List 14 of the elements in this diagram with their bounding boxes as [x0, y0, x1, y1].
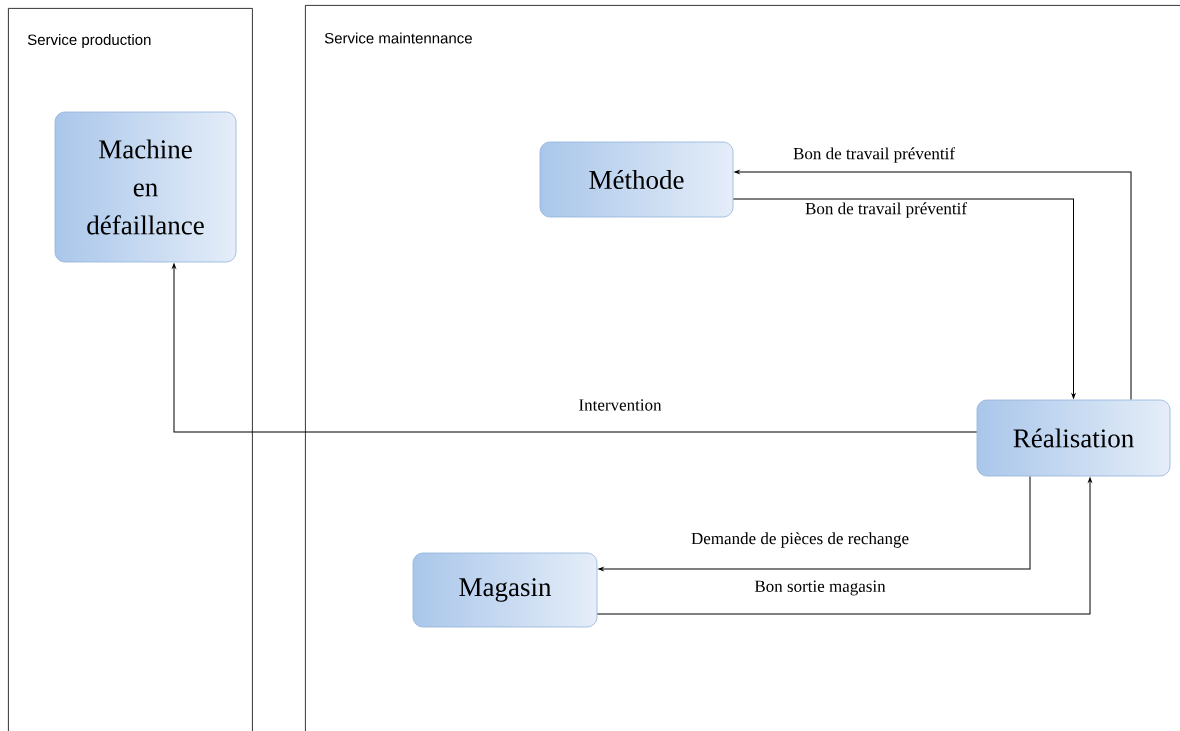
arrow — [732, 198, 1076, 399]
edge-label: Intervention — [579, 399, 662, 411]
arrow — [734, 170, 1132, 401]
arrow — [598, 475, 1031, 571]
edge-label: Bon de travail préventif — [793, 147, 955, 163]
process-box: Réalisation — [976, 399, 1171, 477]
process-box: Méthode — [539, 141, 734, 218]
edge-label: Demande de pièces de rechange — [691, 532, 909, 548]
edge-label: Bon de travail préventif — [805, 202, 967, 218]
edge-label: Bon sortie magasin — [754, 580, 886, 596]
process-box: Magasin — [412, 552, 598, 628]
process-box: Machine en défaillance — [54, 111, 237, 263]
arrow — [596, 477, 1092, 615]
arrow — [172, 263, 978, 433]
